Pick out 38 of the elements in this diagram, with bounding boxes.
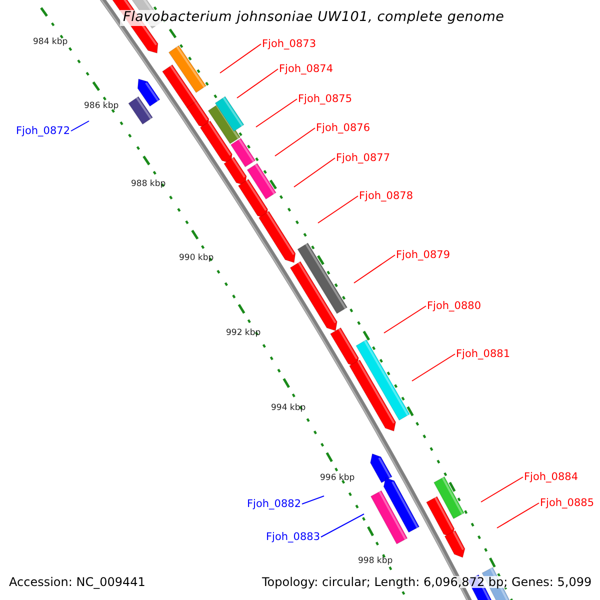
- gene-label: Fjoh_0877: [336, 152, 390, 163]
- gene-label: Fjoh_0878: [359, 190, 414, 201]
- leader-line: [274, 128, 316, 156]
- gene-label: Fjoh_0884: [524, 472, 578, 482]
- scale-label: 992 kbp: [226, 328, 261, 337]
- scale-label: 984 kbp: [33, 38, 68, 46]
- leader-line: [496, 502, 540, 528]
- leader-line: [70, 120, 90, 132]
- gene-label: Fjoh_0879: [396, 250, 450, 260]
- leader-line: [256, 98, 298, 128]
- gene-label: Fjoh_0880: [427, 300, 482, 311]
- gene-label: Fjoh_0874: [279, 64, 334, 74]
- genome-info-text: Topology: circular; Length: 6,096,872 bp; Genes: 5,099: [262, 576, 592, 588]
- scale-label: 994 kbp: [271, 404, 306, 412]
- gene-label: Fjoh_0885: [540, 498, 594, 508]
- scale-label: 986 kbp: [84, 102, 119, 110]
- gene-label: Fjoh_0876: [316, 122, 370, 133]
- gene-label: Fjoh_0882: [247, 498, 302, 509]
- leader-line: [318, 196, 358, 224]
- gene-label: Fjoh_0873: [262, 38, 316, 49]
- leader-line: [302, 496, 324, 504]
- gene-label: Fjoh_0881: [456, 348, 510, 359]
- leader-line: [480, 476, 524, 502]
- leader-line: [354, 254, 396, 284]
- leader-line: [294, 158, 336, 188]
- gene-label: Fjoh_0883: [266, 532, 320, 542]
- leader-line: [220, 44, 262, 74]
- scale-label: 998 kbp: [358, 556, 393, 565]
- accession-text: Accession: NC_009441: [9, 576, 146, 588]
- gene-label: Fjoh_0875: [298, 94, 352, 104]
- gene-label: Fjoh_0872: [16, 126, 70, 136]
- leader-line: [236, 68, 278, 98]
- scale-label: 996 kbp: [320, 474, 355, 482]
- leader-line: [320, 514, 364, 538]
- scale-label: 988 kbp: [131, 180, 166, 188]
- leader-line: [412, 354, 456, 382]
- scale-label: 990 kbp: [179, 254, 214, 262]
- leader-line: [384, 306, 426, 334]
